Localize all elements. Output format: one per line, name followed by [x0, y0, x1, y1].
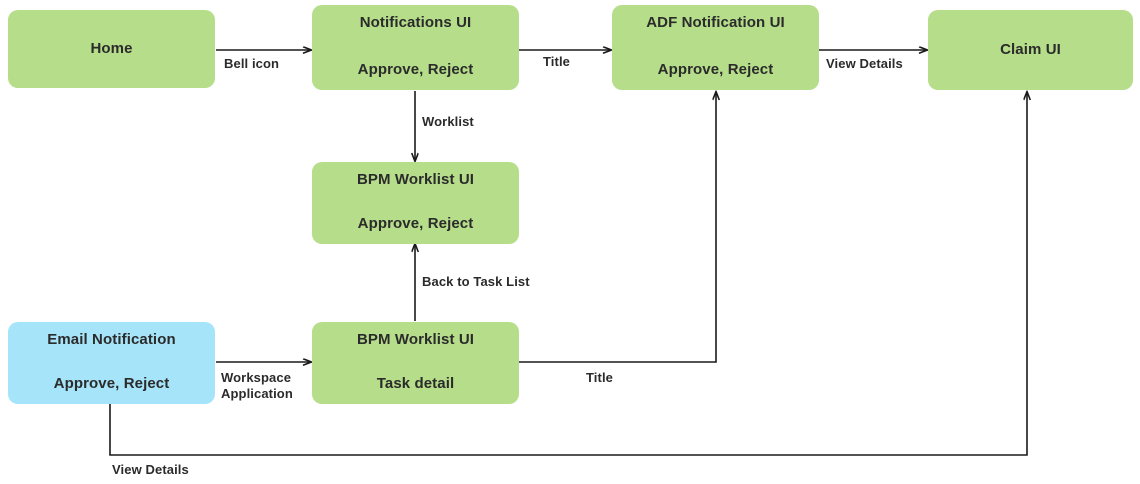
edge-label-worklist: Worklist	[422, 114, 474, 129]
edge-label-back-to-task-list: Back to Task List	[422, 274, 530, 289]
node-notifications-ui-title: Notifications UI	[359, 14, 472, 31]
node-adf-notification-ui[interactable]: ADF Notification UI Approve, Reject	[612, 5, 819, 90]
node-home[interactable]: Home	[8, 10, 215, 88]
edge-label-title-bottom: Title	[586, 370, 613, 385]
node-adf-notification-ui-subtitle: Approve, Reject	[657, 61, 774, 78]
node-email-notification-title: Email Notification	[47, 331, 176, 348]
connector-bpm-bottom-to-adf	[519, 92, 716, 363]
node-home-title: Home	[90, 40, 133, 57]
edge-label-title-top: Title	[543, 54, 570, 69]
node-adf-notification-ui-title: ADF Notification UI	[646, 14, 785, 31]
node-bpm-worklist-ui-bottom[interactable]: BPM Worklist UI Task detail	[312, 322, 519, 404]
node-bpm-worklist-ui-bottom-subtitle: Task detail	[376, 375, 455, 392]
node-notifications-ui-subtitle: Approve, Reject	[357, 61, 474, 78]
node-email-notification[interactable]: Email Notification Approve, Reject	[8, 322, 215, 404]
node-bpm-worklist-ui-middle-subtitle: Approve, Reject	[357, 215, 474, 232]
node-email-notification-subtitle: Approve, Reject	[53, 375, 170, 392]
edge-label-view-details-top: View Details	[826, 56, 903, 71]
edge-label-view-details-bottom: View Details	[112, 462, 189, 477]
edge-label-workspace-application: Workspace Application	[221, 370, 293, 402]
edge-label-bell-icon: Bell icon	[224, 56, 280, 71]
node-claim-ui[interactable]: Claim UI	[928, 10, 1133, 90]
node-claim-ui-title: Claim UI	[1000, 41, 1061, 58]
node-bpm-worklist-ui-middle[interactable]: BPM Worklist UI Approve, Reject	[312, 162, 519, 244]
node-notifications-ui[interactable]: Notifications UI Approve, Reject	[312, 5, 519, 90]
node-bpm-worklist-ui-bottom-title: BPM Worklist UI	[356, 331, 475, 348]
node-bpm-worklist-ui-middle-title: BPM Worklist UI	[356, 171, 475, 188]
